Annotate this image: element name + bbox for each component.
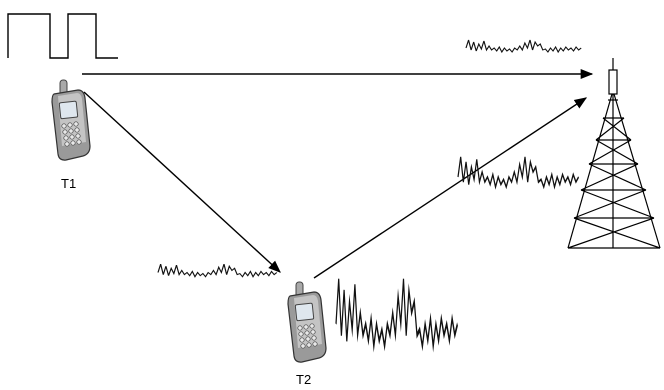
terminal-label-t1: T1: [61, 176, 77, 191]
noisy-signal-amplified: [336, 279, 458, 346]
noisy-signal-relay: [157, 263, 278, 278]
relay-link-arrow: [83, 91, 281, 273]
terminal-label-t2: T2: [296, 372, 312, 387]
noisy-signal-forward: [456, 155, 580, 189]
forward-link-arrow: [313, 97, 588, 279]
phone-t2-icon: [287, 281, 327, 363]
noisy-signal-direct: [465, 39, 582, 53]
tower-icon: [567, 58, 661, 249]
pulse-waveform: [7, 13, 118, 59]
